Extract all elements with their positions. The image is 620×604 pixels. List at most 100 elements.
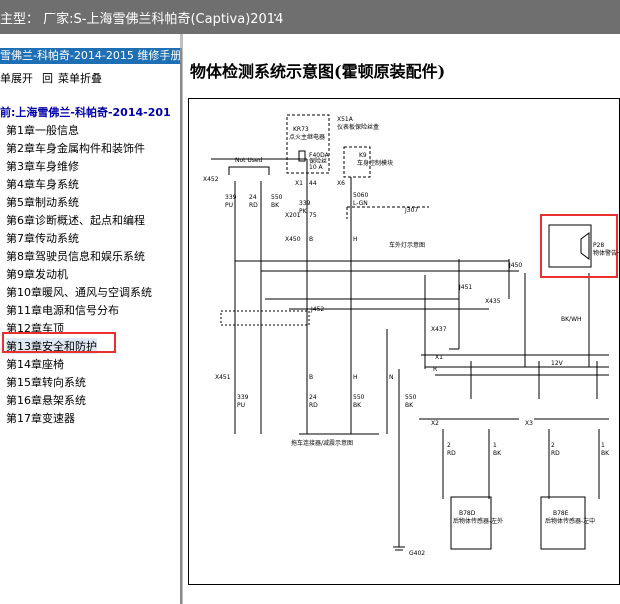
chapter-13-selected[interactable]: 第13章安全和防护 [6, 338, 97, 354]
tree-scrollbar[interactable] [180, 48, 182, 604]
label-j451: J451 [458, 284, 472, 291]
label-24-c: 24 [309, 394, 317, 401]
wiring-diagram-svg: Not Used X452 X1 44 X201 75 X450 B H X45… [203, 114, 619, 557]
label-n75: 75 [309, 212, 317, 219]
label-b78e-desc: 后物体传感器-左中 [545, 517, 595, 525]
label-x2: X2 [431, 420, 439, 427]
label-b78d: B78D [459, 510, 476, 517]
label-x51a: X51A [337, 116, 354, 123]
label-12v: 12V [551, 360, 564, 367]
label-f40da: F40DA [309, 152, 330, 159]
label-bkwh: BK/WH [561, 316, 582, 323]
label-not-used: Not Used [235, 157, 263, 164]
label-x1-b: X1 [435, 354, 443, 361]
label-j307: J307 [404, 207, 418, 214]
label-2-b: 2 [551, 442, 555, 449]
label-b78d-desc: 后物体传感器-左外 [453, 517, 503, 525]
p28-highlight [540, 214, 618, 278]
label-24-a: 24 [249, 194, 257, 201]
chapter-3[interactable]: 第3章车身维修 [6, 160, 79, 173]
label-x51a-desc: 仪表板保险丝盒 [337, 123, 379, 131]
chapter-7[interactable]: 第7章传动系统 [6, 232, 79, 245]
wiring-diagram: Not Used X452 X1 44 X201 75 X450 B H X45… [188, 98, 620, 585]
sensor-b78d [450, 496, 492, 550]
label-x1: X1 [295, 180, 303, 187]
document-title: 物体检测系统示意图(霍顿原装配件) [190, 62, 446, 81]
label-x450: X450 [285, 236, 301, 243]
chapter-11[interactable]: 第11章电源和信号分布 [6, 304, 119, 317]
label-339-b: 339 [299, 200, 311, 207]
label-pin-b2: B [309, 374, 313, 381]
label-5060: 5060 [353, 192, 368, 199]
tree-root[interactable]: 前:上海雪佛兰-科帕奇-2014-201 [0, 106, 171, 119]
label-x451: X451 [215, 374, 231, 381]
label-bk-e: BK [493, 450, 502, 457]
chapter-tree: 前:上海雪佛兰-科帕奇-2014-201 第1章一般信息 第2章车身金属构件和装… [0, 96, 180, 604]
label-f40da-desc: 保险丝 [309, 157, 327, 165]
label-x437: X437 [431, 326, 447, 333]
label-g402: G402 [409, 550, 425, 557]
fuse-f40da [298, 150, 306, 162]
label-n44: 44 [309, 180, 317, 187]
chapter-1[interactable]: 第1章一般信息 [6, 124, 79, 137]
label-k9: K9 [359, 152, 367, 159]
chapter-12[interactable]: 第12章车顶 [6, 322, 64, 335]
label-x201: X201 [285, 212, 301, 219]
label-339-a: 339 [225, 194, 237, 201]
chapter-14[interactable]: 第14章座椅 [6, 358, 64, 371]
window-title: 主型： 厂家:S-上海雪佛兰科帕奇(Captiva)2014 [0, 12, 284, 27]
chapter-16[interactable]: 第16章悬架系统 [6, 394, 86, 407]
label-rd-a: RD [249, 202, 258, 209]
label-b78e: B78E [553, 510, 569, 517]
chapter-6[interactable]: 第6章诊断概述、起点和编程 [6, 214, 145, 227]
label-pin-h2: H [353, 374, 358, 381]
label-pu-c: PU [237, 402, 245, 409]
label-kr73: KR73 [293, 126, 309, 133]
chapter-17[interactable]: 第17章变速器 [6, 412, 75, 425]
label-bk-c: BK [353, 402, 362, 409]
chapter-15[interactable]: 第15章转向系统 [6, 376, 86, 389]
label-x3: X3 [525, 420, 533, 427]
label-pin-b: B [309, 236, 313, 243]
label-x452: X452 [203, 176, 219, 183]
label-2-a: 2 [447, 442, 451, 449]
label-bk-a: BK [271, 202, 280, 209]
label-exterior-light: 车外灯示意图 [389, 241, 425, 249]
label-rd-f: RD [551, 450, 560, 457]
label-rd-c: RD [309, 402, 318, 409]
label-trailer: 拖车连接器/减震示意图 [291, 439, 353, 447]
label-550-c: 550 [353, 394, 365, 401]
chapter-9[interactable]: 第9章发动机 [6, 268, 68, 281]
label-kr73-desc: 点火主继电器 [289, 133, 325, 141]
label-p28: P28 [593, 242, 604, 249]
label-bk-d: BK [405, 402, 414, 409]
chapter-4[interactable]: 第4章车身系统 [6, 178, 79, 191]
label-pin-h: H [353, 236, 358, 243]
label-pk-b: PK [299, 208, 308, 215]
expand-button[interactable]: 单展开 [0, 72, 33, 85]
label-550-d: 550 [405, 394, 417, 401]
tree-toolbar: 单展开 回 菜单折叠 [0, 68, 180, 86]
label-339-c: 339 [237, 394, 249, 401]
label-j450: J450 [508, 262, 522, 269]
kr73-box [286, 114, 330, 174]
toolbar-icon: 回 [42, 72, 53, 85]
collapse-button[interactable]: 菜单折叠 [58, 72, 102, 85]
chapter-8[interactable]: 第8章驾驶员信息和娱乐系统 [6, 250, 145, 263]
label-j452: J452 [310, 306, 324, 313]
label-bk-f: BK [601, 450, 610, 457]
label-p28-desc: 物体警告一蜂鸣器 [593, 249, 619, 257]
label-1-b: 1 [601, 442, 605, 449]
label-pu-a: PU [225, 202, 233, 209]
label-f40da-rating: 10 A [309, 164, 324, 171]
chapter-5[interactable]: 第5章制动系统 [6, 196, 79, 209]
selection-highlight-box [2, 332, 116, 353]
label-pin-n: N [389, 374, 394, 381]
title-bar: 主型： 厂家:S-上海雪佛兰科帕奇(Captiva)2014 [0, 0, 620, 34]
chapter-10[interactable]: 第10章暖风、通风与空调系统 [6, 286, 152, 299]
chapter-2[interactable]: 第2章车身金属构件和装饰件 [6, 142, 145, 155]
label-k9-desc: 车身控制模块 [357, 159, 393, 167]
label-x435: X435 [485, 298, 501, 305]
manual-header: 雪佛兰-科帕奇-2014-2015 维修手册 [0, 48, 180, 64]
label-rd-e: RD [447, 450, 456, 457]
